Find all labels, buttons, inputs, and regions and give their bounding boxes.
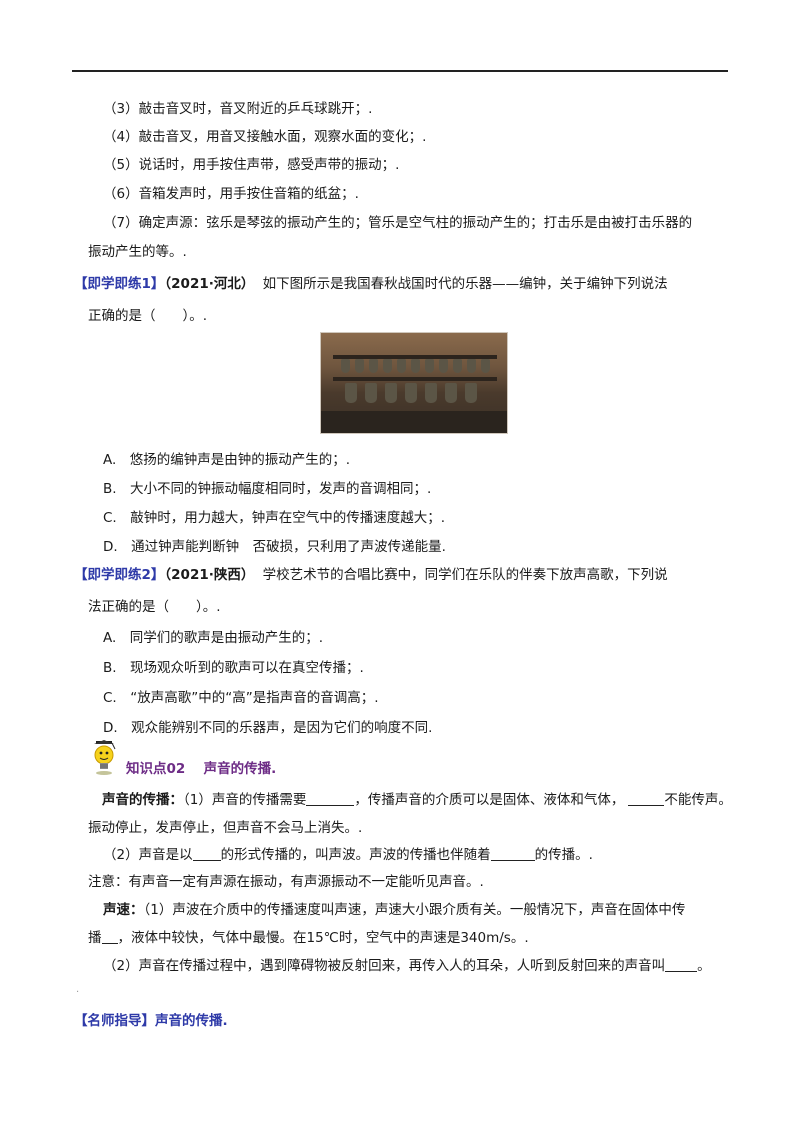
speed-text: ，液体中较快，气体中最慢。在15℃时，空气中的声速是340m/s。. <box>117 930 529 946</box>
prop-line-3: （2）声音是以 的形式传播的，叫声波。声波的传播也伴随着 的传播。. <box>103 846 593 864</box>
line-7a: （7）确定声源：弦乐是琴弦的振动产生的；管乐是空气柱的振动产生的；打击乐是由被打… <box>103 215 693 231</box>
line-3: （3）敲击音叉时，音叉附近的乒乓球跳开；. <box>103 101 373 117</box>
line-4: （4）敲击音叉，用音叉接触水面，观察水面的变化；. <box>103 129 427 145</box>
exercise-2-header: 【即学即练2】（2021·陕西） 学校艺术节的合唱比赛中，同学们在乐队的伴奏下放… <box>74 566 668 584</box>
bianzhong-photo <box>320 332 508 434</box>
prop-note: 注意：有声音一定有声源在振动，有声源振动不一定能听见声音。. <box>88 874 484 890</box>
guide-title: 声音的传播. <box>155 1013 228 1029</box>
exercise-label: 【即学即练1】 <box>74 276 165 292</box>
exercise-2-stem-2: 法正确的是（ ）。. <box>88 599 221 615</box>
prop-line-1: 声音的传播：（1）声音的传播需要 ，传播声音的介质可以是固体、液体和气体， 不能传声… <box>102 791 732 809</box>
line-7b: 振动产生的等。. <box>88 244 187 260</box>
exercise-source: （2021·河北） <box>164 276 255 292</box>
prop-text: （1）声音的传播需要 <box>183 792 307 808</box>
exercise-stem: 如下图所示是我国春秋战国时代的乐器——编钟，关于编钟下列说法 <box>262 276 668 292</box>
speed-text: 播 <box>88 930 102 946</box>
stray-dot: . <box>76 984 80 995</box>
line-5: （5）说话时，用手按住声带，感受声带的振动；. <box>103 157 400 173</box>
fill-blank <box>665 957 698 972</box>
speed-head: 声速： <box>103 902 144 918</box>
speed-line-1: 声速：（1）声波在介质中的传播速度叫声速，声速大小跟介质有关。一般情况下，声音在… <box>103 901 685 919</box>
lightbulb-mascot-icon <box>94 740 116 775</box>
fill-blank <box>306 791 355 806</box>
exercise-1-option-c: C. 敲钟时，用力越大，钟声在空气中的传播速度越大；. <box>103 510 446 526</box>
exercise-1-option-b: B. 大小不同的钟振动幅度相同时，发声的音调相同；. <box>103 481 432 497</box>
prop-text: 的传播。. <box>534 847 593 863</box>
prop-head: 声音的传播： <box>102 792 183 808</box>
knowledge-point-title: 声音的传播. <box>203 761 277 777</box>
knowledge-point-heading: 知识点02 声音的传播. <box>126 760 276 778</box>
speed-line-2: 播 ，液体中较快，气体中最慢。在15℃时，空气中的声速是340m/s。. <box>88 929 529 947</box>
exercise-label: 【即学即练2】 <box>74 567 165 583</box>
exercise-2-option-b: B. 现场观众听到的歌声可以在真空传播；. <box>103 660 364 676</box>
knowledge-point-label: 知识点02 <box>126 761 186 777</box>
exercise-source: （2021·陕西） <box>164 567 255 583</box>
fill-blank <box>628 791 665 806</box>
prop-line-2: 振动停止，发声停止，但声音不会马上消失。. <box>88 820 363 836</box>
exercise-1-stem-2: 正确的是（ ）。. <box>88 308 208 324</box>
line-6: （6）音箱发声时，用手按住音箱的纸盆；. <box>103 186 359 202</box>
fill-blank <box>101 929 118 944</box>
guide-heading: 【名师指导】声音的传播. <box>74 1012 228 1030</box>
prop-text: （2）声音是以 <box>103 847 193 863</box>
prop-text: 不能传声。 <box>664 792 732 808</box>
prop-text: 的形式传播的，叫声波。声波的传播也伴随着 <box>220 847 491 863</box>
guide-label: 【名师指导】 <box>74 1013 155 1029</box>
speed-line-3: （2）声音在传播过程中，遇到障碍物被反射回来，再传入人的耳朵，人听到反射回来的声… <box>103 957 711 975</box>
fill-blank <box>192 846 221 861</box>
fill-blank <box>490 846 535 861</box>
speed-text: 。 <box>697 958 711 974</box>
exercise-1-option-d: D. 通过钟声能判断钟 否破损，只利用了声波传递能量. <box>103 539 446 555</box>
exercise-1-option-a: A. 悠扬的编钟声是由钟的振动产生的；. <box>103 452 351 468</box>
header-rule <box>72 70 728 72</box>
prop-text: ，传播声音的介质可以是固体、液体和气体， <box>354 792 625 808</box>
speed-text: （1）声波在介质中的传播速度叫声速，声速大小跟介质有关。一般情况下，声音在固体中… <box>143 902 686 918</box>
speed-text: （2）声音在传播过程中，遇到障碍物被反射回来，再传入人的耳朵，人听到反射回来的声… <box>103 958 666 974</box>
exercise-2-option-a: A. 同学们的歌声是由振动产生的；. <box>103 630 324 646</box>
exercise-stem: 学校艺术节的合唱比赛中，同学们在乐队的伴奏下放声高歌，下列说 <box>262 567 668 583</box>
exercise-1-header: 【即学即练1】（2021·河北） 如下图所示是我国春秋战国时代的乐器——编钟，关… <box>74 275 668 293</box>
exercise-2-option-c: C. “放声高歌”中的“高”是指声音的音调高；. <box>103 690 379 706</box>
exercise-2-option-d: D. 观众能辨别不同的乐器声，是因为它们的响度不同. <box>103 720 433 736</box>
